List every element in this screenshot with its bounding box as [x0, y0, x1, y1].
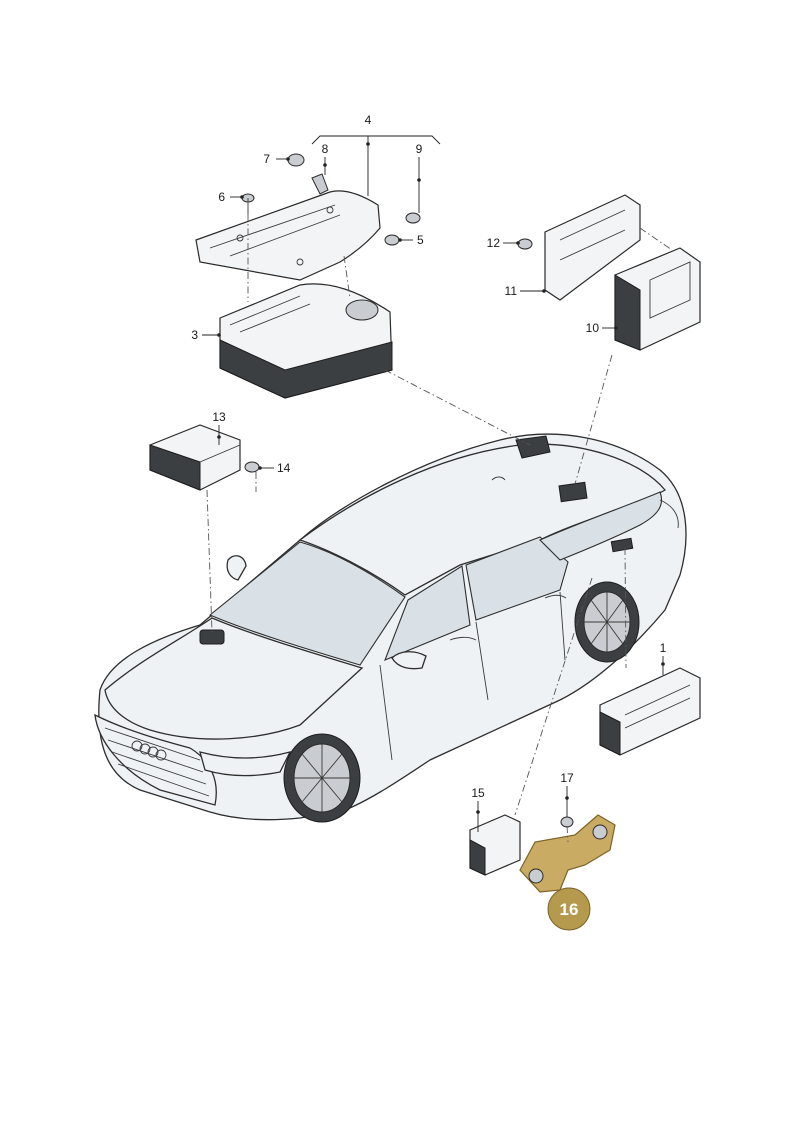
control-unit-10-face: [649, 261, 691, 319]
door-sensor: [610, 537, 634, 553]
callout-14: 14: [277, 461, 291, 475]
assembly-line-1: [624, 547, 627, 669]
rear-wheel: [574, 581, 640, 663]
bracket-hole-lower: [528, 868, 544, 884]
callout-13: 13: [212, 410, 226, 424]
control-module-3: [219, 283, 393, 399]
bracket-hole-upper: [592, 824, 608, 840]
control-unit-10-side: [614, 274, 641, 351]
nut-12-icon: [517, 238, 533, 250]
leader-4-bracket: [311, 135, 441, 145]
side-mirror-left: [226, 555, 247, 581]
callout-6: 6: [218, 190, 225, 204]
control-unit-1-side: [599, 711, 621, 756]
nut-9-icon: [405, 212, 421, 224]
assembly-line-15: [514, 577, 593, 816]
control-unit-13-edge: [199, 444, 241, 463]
callout-7: 7: [263, 152, 270, 166]
assembly-line-3: [384, 369, 531, 446]
front-wheel: [283, 733, 361, 823]
part-group-10-12: [517, 194, 701, 351]
assembly-line-bracket: [343, 255, 351, 299]
assembly-line-17: [566, 825, 569, 843]
mounting-bracket: [195, 190, 381, 281]
callout-17: 17: [560, 771, 574, 785]
windshield: [208, 541, 406, 666]
control-unit-13-side: [149, 444, 201, 491]
roof-sensor: [515, 435, 551, 459]
part-group-13-14: [149, 424, 260, 491]
headlight: [199, 751, 292, 777]
callout-4: 4: [365, 113, 372, 127]
rear-window-module: [558, 481, 588, 503]
module-lines: [229, 295, 311, 333]
door-lines: [379, 591, 566, 761]
highlighted-bracket-16: [519, 814, 616, 893]
audi-rings-logo: [131, 740, 167, 761]
callout-12: 12: [487, 236, 501, 250]
nut-7-icon: [287, 153, 305, 167]
sensor-15-side: [469, 839, 486, 876]
callout-16: 16: [560, 900, 579, 919]
nut-5-icon: [384, 234, 400, 246]
nut-17-icon: [560, 816, 574, 828]
callout-11: 11: [505, 284, 518, 298]
highlight-badge-16[interactable]: 16: [547, 887, 591, 931]
control-module-base: [219, 339, 393, 399]
door-handle-rear: [544, 594, 567, 599]
callout-8: 8: [322, 142, 329, 156]
door-handle-front: [449, 636, 477, 641]
side-mirror: [391, 651, 427, 670]
callout-3: 3: [191, 328, 198, 342]
car-roof: [298, 443, 666, 596]
bracket-11-ribs: [559, 209, 626, 261]
part-16-bracket-highlighted: [519, 814, 616, 893]
callout-labels: 4 7 8 9 6 5 3 12 11 10 13 14 1 15 17: [191, 113, 666, 800]
leader-lines: [202, 135, 665, 832]
nut-14-icon: [244, 461, 260, 473]
front-grille: [94, 713, 217, 806]
rear-light: [659, 499, 679, 529]
fasteners-top: [241, 153, 421, 246]
assembly-lines: [206, 214, 673, 843]
part-group-4-bracket: [195, 190, 381, 281]
bolt-8-icon: [311, 173, 329, 195]
car-hood: [104, 617, 364, 740]
rear-side-window: [465, 536, 569, 621]
connector-port: [345, 299, 379, 321]
hood-sensor: [199, 629, 225, 645]
part-1-module: [599, 667, 701, 756]
callout-15: 15: [471, 786, 485, 800]
badge-circle[interactable]: [547, 887, 591, 931]
roof-antenna: [491, 476, 506, 481]
callout-1: 1: [660, 641, 667, 655]
rear-window: [539, 491, 663, 561]
assembly-line-13: [206, 489, 213, 633]
assembly-line-10: [574, 354, 613, 485]
control-unit-1-lines: [624, 684, 691, 729]
callout-10: 10: [586, 321, 600, 335]
part-15-sensor: [469, 814, 521, 876]
callout-5: 5: [417, 233, 424, 247]
assembly-line-11-10: [639, 227, 673, 251]
front-side-window: [384, 565, 471, 661]
callout-9: 9: [416, 142, 423, 156]
car-illustration: [94, 433, 687, 823]
